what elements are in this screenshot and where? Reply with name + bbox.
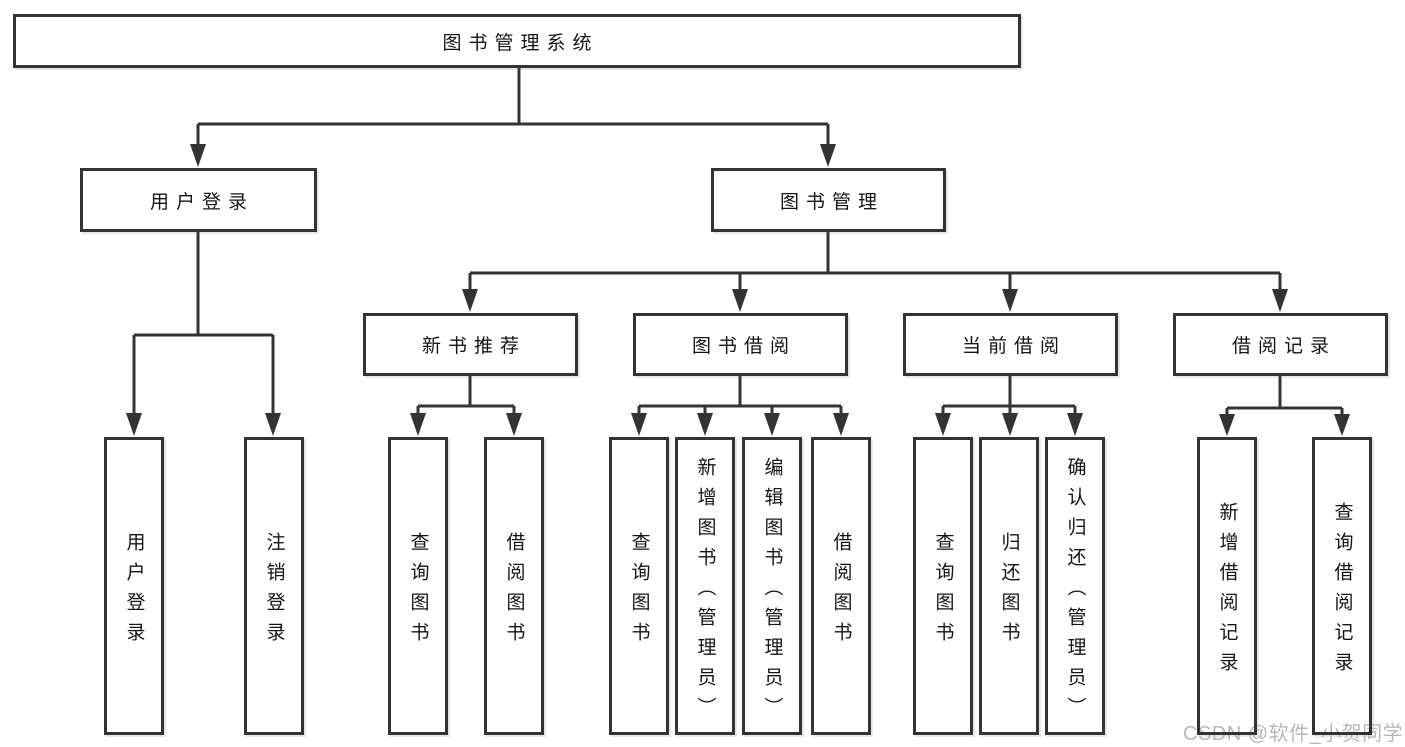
node-current-borrow-label: 当前借阅 [961,336,1066,357]
node-query-books-borrow: 查询图书 [609,437,669,735]
node-return-books-label: 归还图书 [998,531,1020,652]
node-query-books-recommend: 查询图书 [388,437,448,735]
node-query-books-borrow-label: 查询图书 [628,531,650,652]
node-borrow-record: 借阅记录 [1173,313,1388,376]
node-new-book-recommend: 新书推荐 [363,313,578,376]
node-borrow-books-leaf: 借阅图书 [811,437,871,735]
node-user-login-label: 用户登录 [149,191,254,213]
node-current-borrow: 当前借阅 [903,313,1118,376]
node-query-books-current-label: 查询图书 [932,531,954,652]
node-query-borrow-record: 查询借阅记录 [1312,437,1372,735]
node-user-login-leaf-label: 用户登录 [123,531,145,652]
node-book-borrow: 图书借阅 [633,313,848,376]
node-edit-books-admin: 编辑图书（管理员） [742,437,802,735]
node-logout-leaf-label: 注销登录 [263,531,285,652]
node-root: 图书管理系统 [13,14,1021,68]
node-borrow-record-label: 借阅记录 [1231,336,1336,357]
node-confirm-return-admin-label: 确认归还（管理员） [1064,456,1086,727]
node-logout-leaf: 注销登录 [244,437,304,735]
node-edit-books-admin-label: 编辑图书（管理员） [761,456,783,727]
node-borrow-books-leaf-label: 借阅图书 [830,531,852,652]
node-query-books-recommend-label: 查询图书 [407,531,429,652]
node-user-login: 用户登录 [80,168,317,232]
node-new-book-recommend-label: 新书推荐 [421,336,526,357]
node-add-borrow-record: 新增借阅记录 [1197,437,1257,735]
node-query-books-current: 查询图书 [913,437,973,735]
node-add-books-admin: 新增图书（管理员） [675,437,735,735]
node-root-label: 图书管理系统 [442,32,599,54]
node-query-borrow-record-label: 查询借阅记录 [1331,501,1353,682]
node-borrow-books-recommend-label: 借阅图书 [503,531,525,652]
node-return-books: 归还图书 [979,437,1039,735]
node-book-management-label: 图书管理 [779,191,884,213]
node-book-borrow-label: 图书借阅 [691,336,796,357]
node-user-login-leaf: 用户登录 [104,437,164,735]
watermark: CSDN @软件_小贺同学 [1183,723,1404,745]
node-book-management: 图书管理 [711,168,946,232]
node-add-books-admin-label: 新增图书（管理员） [694,456,716,727]
node-borrow-books-recommend: 借阅图书 [484,437,544,735]
node-confirm-return-admin: 确认归还（管理员） [1045,437,1105,735]
node-add-borrow-record-label: 新增借阅记录 [1216,501,1238,682]
